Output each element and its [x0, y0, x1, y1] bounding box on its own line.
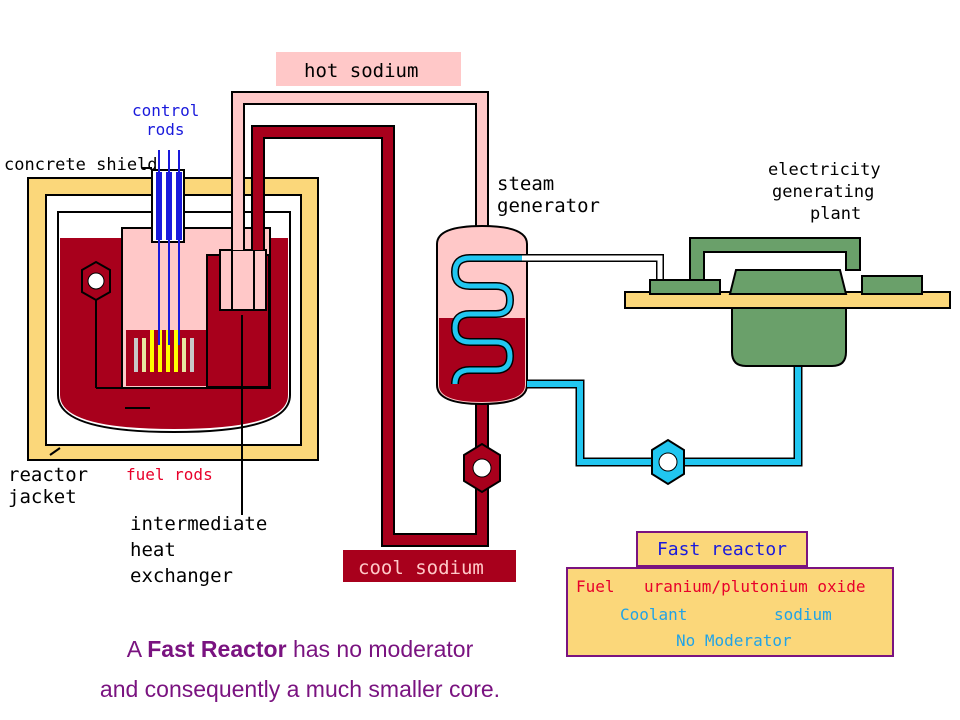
coolant-label: Coolant: [620, 605, 688, 624]
ihx-label-line3: exchanger: [130, 565, 233, 587]
hot-sodium-pipe-fill: [233, 93, 487, 250]
fast-reactor-info-box: Fuel uranium/plutonium oxide Coolant sod…: [566, 567, 894, 657]
caption-prefix: A: [126, 636, 148, 662]
feedwater-pump: [651, 438, 685, 486]
fuel-value: uranium/plutonium oxide: [644, 577, 866, 596]
steam-line-fill: [522, 255, 663, 288]
fast-reactor-info-title: Fast reactor: [636, 531, 808, 567]
secondary-sodium-pump: [463, 442, 501, 494]
caption-suffix: has no moderator: [286, 636, 474, 662]
reactor-jacket-label-line1: reactor: [8, 464, 88, 486]
electricity-label-line3: plant: [810, 204, 861, 224]
fuel-rods: [134, 330, 194, 372]
control-rods: [151, 150, 185, 345]
steam-generator-label-line1: steam: [497, 173, 554, 195]
reactor-jacket-leader: [49, 447, 61, 456]
electricity-label-line1: electricity: [768, 160, 881, 180]
reactor-jacket-label-line2: jacket: [8, 486, 77, 508]
control-rods-label-line2: rods: [146, 120, 185, 139]
coolant-value: sodium: [774, 605, 832, 624]
moderator-text: No Moderator: [676, 631, 792, 650]
hot-sodium-label: hot sodium: [304, 60, 418, 82]
steam-line: [522, 254, 664, 288]
concrete-shield-label: concrete shield: [4, 155, 158, 175]
electricity-label-line2: generating: [772, 182, 874, 202]
cool-sodium-label-box: [343, 550, 516, 582]
caption-line1: A Fast Reactor has no moderator: [0, 636, 600, 663]
control-rods-label-line1: control: [132, 101, 199, 120]
electricity-generating-plant: [624, 237, 951, 367]
cool-sodium-pipe-fill: [253, 127, 487, 545]
fuel-rods-label: fuel rods: [126, 465, 213, 484]
ihx-label-line1: intermediate: [130, 513, 267, 535]
caption-line2: and consequently a much smaller core.: [99, 676, 501, 702]
feedwater-line-fill: [527, 348, 801, 465]
primary-pump: [81, 260, 124, 389]
fuel-label: Fuel: [576, 577, 615, 596]
ihx-label-line2: heat: [130, 539, 176, 561]
cool-sodium-label: cool sodium: [358, 557, 484, 579]
steam-generator: [436, 224, 528, 406]
caption-bold: Fast Reactor: [147, 636, 287, 662]
hot-sodium-label-box: [276, 52, 461, 86]
ihx-tube-bundle: [219, 249, 267, 311]
steam-generator-label-line2: generator: [497, 195, 600, 217]
